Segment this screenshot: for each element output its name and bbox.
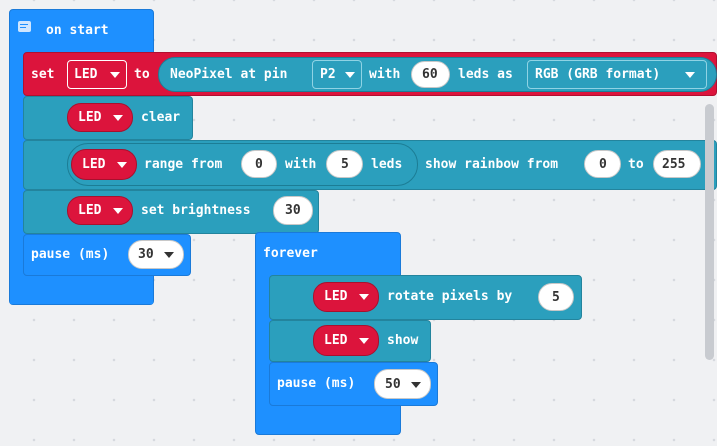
caret-down-icon	[685, 72, 695, 78]
caret-down-icon	[411, 382, 421, 388]
on-start-bottom-mask	[10, 278, 153, 304]
comment-icon[interactable]	[18, 21, 31, 32]
rainbow-to-label: to	[628, 157, 644, 172]
caret-down-icon	[110, 72, 120, 78]
rotate-input[interactable]: 5	[538, 283, 574, 311]
variable-dropdown[interactable]: LED	[67, 60, 127, 89]
led-count-input[interactable]: 60	[411, 61, 450, 88]
range-from-label: range from	[144, 157, 223, 172]
pause-dropdown-forever[interactable]: 50	[374, 369, 431, 399]
on-start-label: on start	[46, 23, 109, 38]
vertical-scrollbar[interactable]	[705, 104, 714, 360]
rainbow-from-input[interactable]: 0	[584, 150, 621, 178]
caret-down-icon	[359, 338, 369, 344]
set-brightness-label: set brightness	[141, 203, 251, 218]
to-keyword: to	[134, 67, 150, 82]
set-keyword: set	[31, 67, 55, 82]
forever-label: forever	[263, 246, 318, 261]
range-from-input[interactable]: 0	[241, 150, 277, 178]
pause-label-start: pause (ms)	[31, 247, 110, 262]
leds-as-label: leds as	[458, 67, 513, 82]
caret-down-icon	[164, 252, 174, 258]
pin-dropdown[interactable]: P2	[312, 60, 362, 89]
rotate-variable-reporter[interactable]: LED	[313, 282, 379, 312]
range-count-input[interactable]: 5	[326, 150, 363, 178]
neopixel-label: NeoPixel at pin	[170, 67, 288, 82]
pause-label-forever: pause (ms)	[277, 376, 356, 391]
brightness-input[interactable]: 30	[273, 196, 313, 225]
with-label: with	[369, 67, 401, 82]
caret-down-icon	[359, 294, 369, 300]
caret-down-icon	[113, 115, 123, 121]
pixel-format-dropdown[interactable]: RGB (GRB format)	[527, 60, 707, 89]
show-label: show	[387, 333, 419, 348]
clear-label: clear	[141, 110, 181, 125]
caret-down-icon	[345, 72, 355, 78]
caret-down-icon	[113, 208, 123, 214]
pause-dropdown-start[interactable]: 30	[128, 240, 184, 269]
range-leds-label: leds	[371, 157, 403, 172]
rotate-pixels-label: rotate pixels by	[387, 289, 513, 304]
caret-down-icon	[117, 162, 127, 168]
range-variable-reporter[interactable]: LED	[71, 149, 137, 180]
clear-variable-reporter[interactable]: LED	[67, 103, 133, 132]
range-with-label: with	[285, 157, 317, 172]
rainbow-to-input[interactable]: 255	[653, 150, 701, 178]
brightness-variable-reporter[interactable]: LED	[67, 196, 133, 225]
show-variable-reporter[interactable]: LED	[313, 325, 379, 356]
show-rainbow-label: show rainbow from	[425, 157, 559, 172]
